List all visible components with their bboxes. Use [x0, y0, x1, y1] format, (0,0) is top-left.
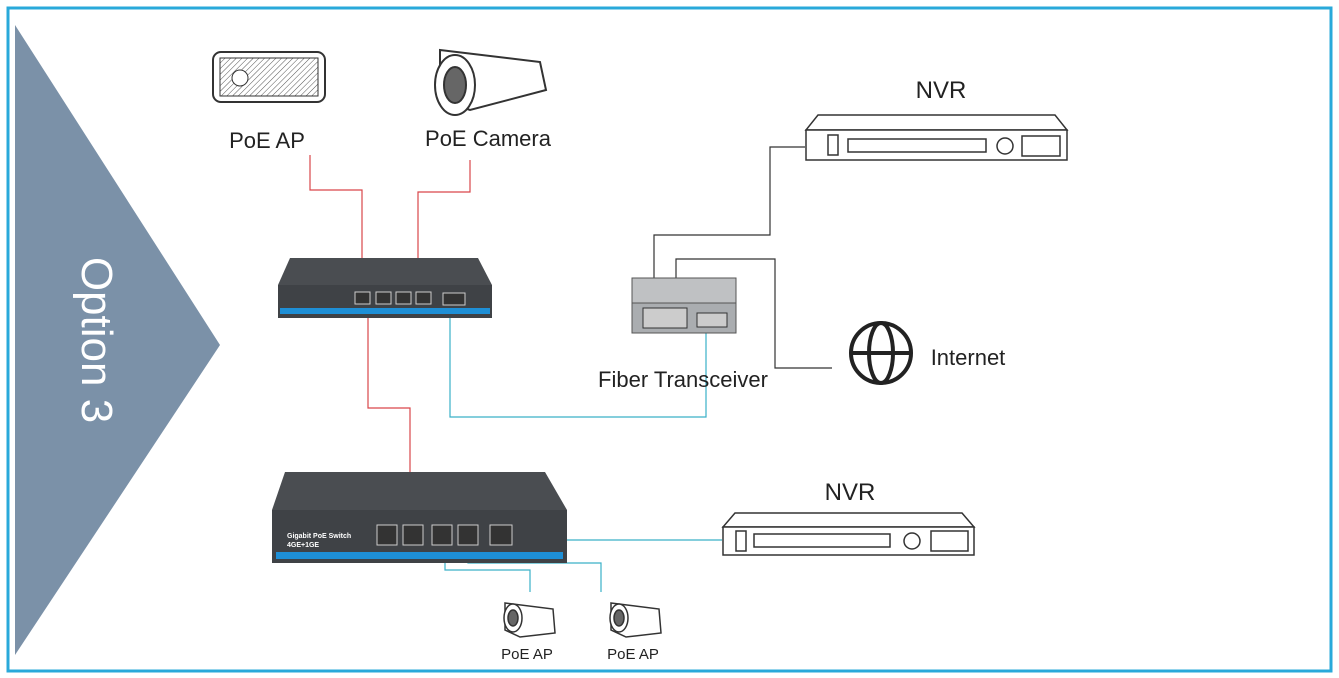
option-label: Option 3	[72, 257, 121, 423]
access-point-icon	[212, 51, 326, 103]
nvr-top-label: NVR	[916, 77, 967, 104]
switch-name: Gigabit PoE Switch	[287, 533, 351, 540]
switch-model: 4GE+1GE	[287, 542, 319, 549]
link-switch-switch	[367, 318, 411, 472]
camera-icon	[434, 48, 548, 116]
link-fiber	[449, 318, 707, 418]
globe-icon	[849, 321, 913, 385]
fiber-transceiver-icon	[631, 277, 737, 334]
gigabit-poe-switch: Gigabit PoE Switch 4GE+1GE	[272, 472, 567, 563]
nvr-bottom-icon	[721, 512, 976, 556]
frame-border	[6, 6, 1333, 673]
fiber-poe-switch	[278, 258, 492, 318]
nvr-top-icon	[804, 114, 1069, 161]
poe-ap-bottom-2-label: PoE AP	[607, 646, 659, 663]
poe-camera-top-label: PoE Camera	[425, 126, 552, 151]
link-ap-switch	[309, 155, 363, 292]
link-transceiver-internet	[675, 258, 832, 369]
poe-ap-top-label: PoE AP	[229, 128, 305, 153]
fiber-transceiver-label: Fiber Transceiver	[598, 367, 768, 392]
camera-icon	[609, 602, 662, 638]
option-triangle	[15, 25, 220, 655]
link-transceiver-nvr	[653, 146, 805, 305]
camera-icon	[503, 602, 556, 638]
nvr-bottom-label: NVR	[825, 479, 876, 506]
poe-ap-bottom-1-label: PoE AP	[501, 646, 553, 663]
link-camera-switch	[417, 160, 471, 292]
internet-label: Internet	[931, 345, 1006, 370]
